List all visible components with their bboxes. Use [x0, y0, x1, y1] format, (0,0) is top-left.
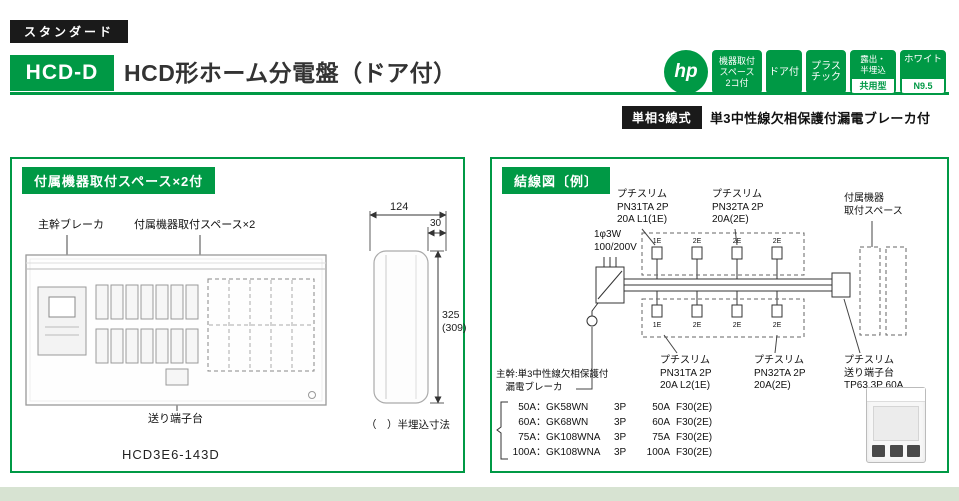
main-breaker-table: 50A ： GK58WN 3P 50A F30(2E) 60A ： GK68WN…: [508, 400, 728, 460]
panel-front-side-drawing: [25, 211, 447, 411]
table-row: 100A ： GK108WNA 3P 100A F30(2E): [508, 445, 728, 460]
model-number: HCD3E6-143D: [122, 447, 220, 462]
cell-frame: F30(2E): [676, 432, 713, 443]
badge-line: チック: [811, 72, 841, 83]
table-row: 75A ： GK108WNA 3P 75A F30(2E): [508, 430, 728, 445]
phase-description: 単3中性線欠相保護付漏電ブレーカ付: [710, 111, 931, 126]
cell-frame: F30(2E): [676, 447, 713, 458]
badge-line: ホワイト: [903, 54, 942, 65]
unit-label: 1E: [653, 238, 662, 245]
label-main-breaker: 主幹ブレーカ: [38, 219, 104, 231]
badge-mount-type: 露出・ 半埋込 共用型: [850, 50, 896, 94]
badge-plastic: プラス チック: [806, 50, 846, 94]
badge-line: プラス: [811, 61, 841, 72]
cell-separator: ：: [536, 417, 546, 428]
cell-rating: 50A: [652, 402, 670, 413]
unit-label: 2E: [693, 238, 702, 245]
right-panel-header: 結線図〔例〕: [502, 167, 611, 194]
cell-poles: 3P: [614, 417, 627, 428]
badge-line: 露出・: [860, 54, 886, 64]
unit-label: 2E: [773, 238, 782, 245]
badge-door: ドア付: [766, 50, 802, 94]
label-attachment-space: 付属機器取付スペース×2: [134, 219, 256, 231]
label-attachment-space: 付属機器 取付スペース: [844, 193, 903, 217]
badge-line: 半埋込: [860, 65, 886, 75]
label-send-terminal: 送り端子台: [148, 413, 203, 425]
cell-rating: 75A: [652, 432, 670, 443]
label-branch-top-left: プチスリム PN31TA 2P 20A L1(1E): [617, 189, 669, 225]
footer-strip: [0, 487, 959, 501]
phase-badge: 単相3線式: [622, 106, 702, 129]
label-send-terminal: プチスリム 送り端子台 TP63 3P 60A: [844, 355, 904, 391]
dim-height: 325 (309): [442, 309, 467, 335]
cell-separator: ：: [536, 402, 546, 413]
label-branch-bottom-left: プチスリム PN31TA 2P 20A L2(1E): [660, 355, 712, 391]
unit-label: 2E: [733, 322, 742, 329]
badge-line: 2コ付: [725, 77, 749, 88]
dim-door: 30: [430, 218, 442, 229]
left-panel: 付属機器取付スペース×2付 主幹ブレーカ 付属機器取付スペース×2: [10, 157, 467, 473]
unit-label: 2E: [733, 238, 742, 245]
cell-model: GK68WN: [546, 417, 589, 428]
cell-poles: 3P: [614, 402, 627, 413]
label-branch-bottom-right: プチスリム PN32TA 2P 20A(2E): [754, 355, 806, 391]
page-title: HCD形ホーム分電盤（ドア付）: [124, 60, 457, 86]
right-panel: 結線図〔例〕 1E 2E 2E: [490, 157, 949, 473]
dim-height-surface: 325: [442, 309, 460, 321]
dim-height-recessed: (309): [442, 322, 467, 334]
cell-model: GK108WNA: [546, 432, 601, 443]
cell-model: GK108WNA: [546, 447, 601, 458]
model-code-chip: HCD-D: [10, 55, 114, 91]
product-photo: [866, 387, 926, 463]
cell-poles: 3P: [614, 432, 627, 443]
hp-logo-icon: hp: [664, 50, 708, 94]
cell-amp: 50A: [518, 402, 536, 413]
category-badge: スタンダード: [10, 20, 129, 43]
product-photo-terminals: [867, 445, 925, 462]
table-row: 60A ： GK68WN 3P 60A F30(2E): [508, 415, 728, 430]
unit-label: 1E: [653, 322, 662, 329]
cell-poles: 3P: [614, 447, 627, 458]
label-branch-top-right: プチスリム PN32TA 2P 20A(2E): [712, 189, 764, 225]
unit-label: 2E: [693, 322, 702, 329]
table-row: 50A ： GK58WN 3P 50A F30(2E): [508, 400, 728, 415]
cell-separator: ：: [536, 447, 546, 458]
label-source: 1φ3W 100/200V: [594, 229, 637, 253]
cell-frame: F30(2E): [676, 417, 713, 428]
cell-rating: 100A: [646, 447, 670, 458]
product-photo-top: [867, 388, 925, 402]
dim-width: 124: [390, 201, 409, 213]
cell-amp: 75A: [518, 432, 536, 443]
cell-amp: 100A: [512, 447, 536, 458]
badge-equipment-space: 機器取付 スペース 2コ付: [712, 50, 762, 94]
cell-model: GK58WN: [546, 402, 589, 413]
badge-line: スペース: [719, 66, 755, 77]
unit-label: 2E: [773, 322, 782, 329]
header-rule: [10, 92, 949, 95]
badge-color-white: ホワイト N9.5: [900, 50, 946, 94]
cell-rating: 60A: [652, 417, 670, 428]
badge-line: ドア付: [769, 66, 799, 78]
cell-frame: F30(2E): [676, 402, 713, 413]
wiring-diagram: 1E 2E 2E 2E 1E 2E 2E 2E: [496, 221, 907, 460]
left-panel-header: 付属機器取付スペース×2付: [22, 167, 216, 194]
product-photo-body: [873, 406, 919, 441]
dim-note: （ ）半埋込寸法: [366, 419, 450, 431]
badge-line: 機器取付: [718, 55, 755, 66]
cell-amp: 60A: [518, 417, 536, 428]
badge-footer: N9.5: [902, 79, 944, 93]
cell-separator: ：: [536, 432, 546, 443]
badge-footer: 共用型: [852, 79, 894, 93]
label-main-breaker: 主幹:単3中性線欠相保護付 漏電ブレーカ: [496, 369, 609, 393]
